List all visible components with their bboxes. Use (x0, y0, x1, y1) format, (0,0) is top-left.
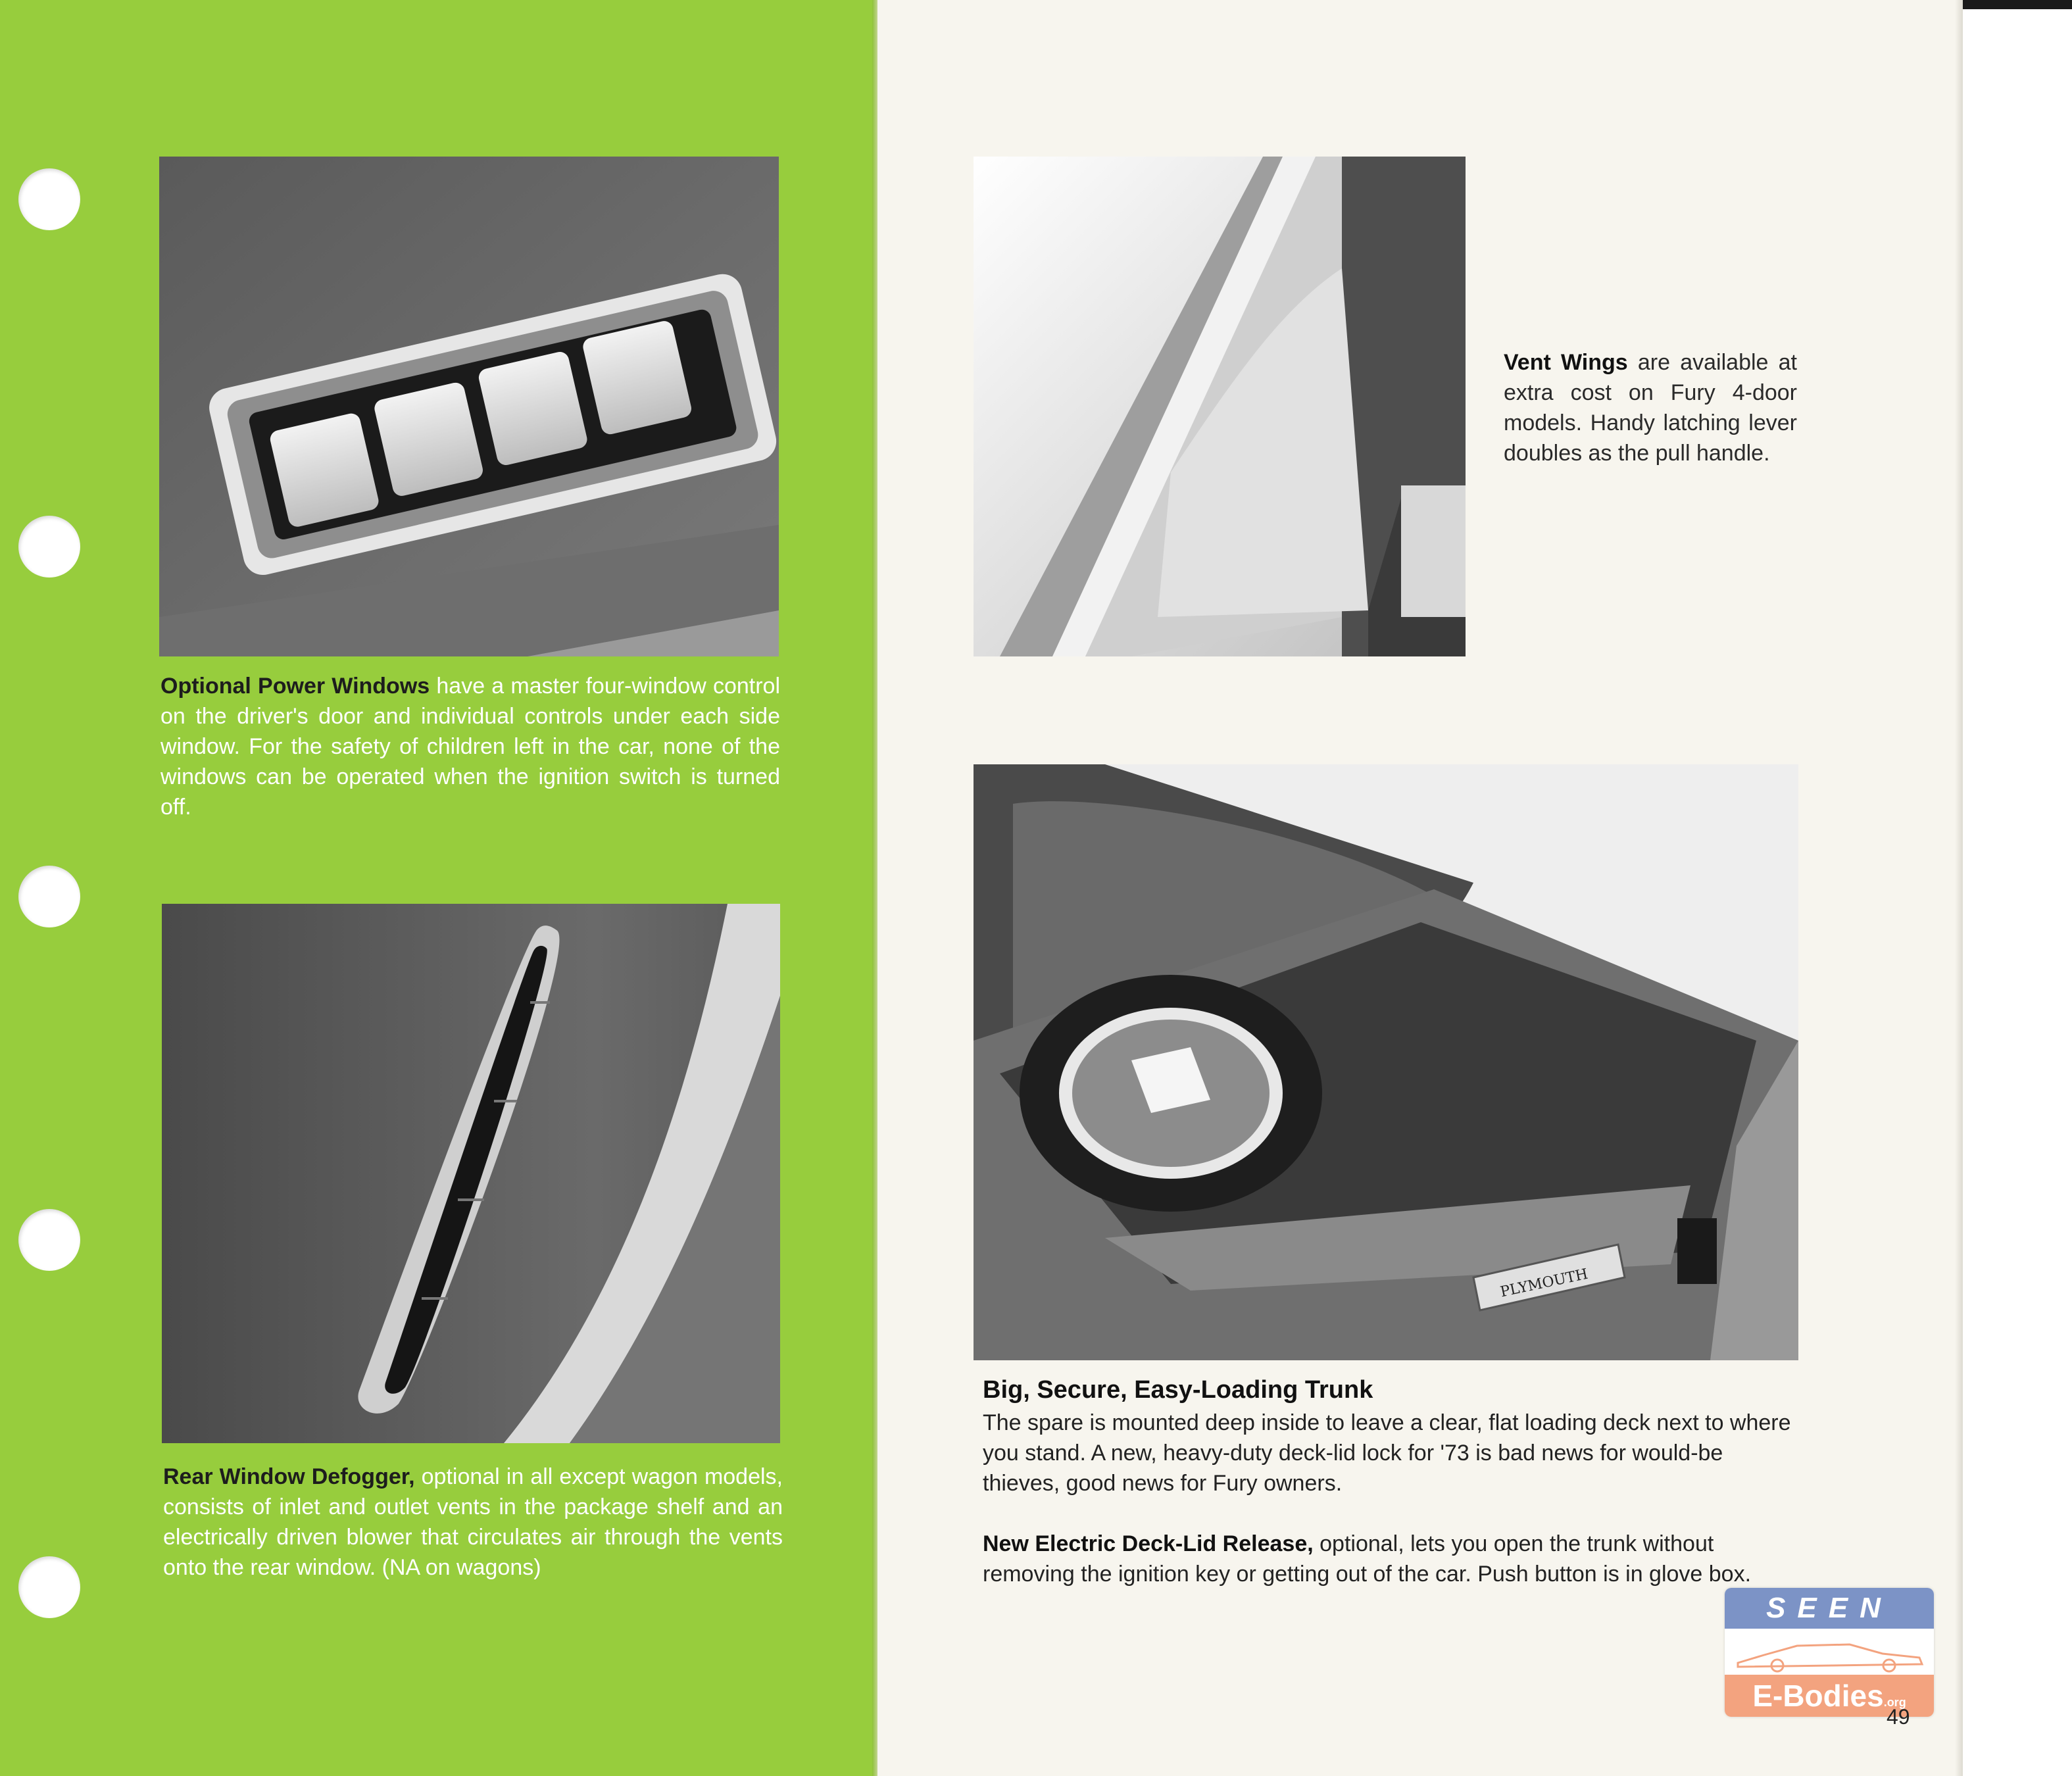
defogger-text: optional in all except wagon models, con… (163, 1464, 783, 1580)
vent-wings-caption: Vent Wings are available at extra cost o… (1504, 347, 1797, 468)
deck-lid-title: New Electric Deck-Lid Release, (983, 1531, 1314, 1556)
defogger-caption: Rear Window Defogger, optional in all ex… (163, 1462, 783, 1583)
vent-wings-title: Vent Wings (1504, 350, 1628, 375)
binder-hole (18, 1209, 80, 1271)
binder-hole (18, 866, 80, 927)
trunk-photo: PLYMOUTH (974, 764, 1798, 1360)
defogger-photo (162, 904, 780, 1443)
power-windows-text: have a master four-window control on the… (160, 674, 781, 820)
logo-bottom-text: E-Bodies.org (1725, 1675, 1934, 1717)
logo-top-text: SEEN ON (1725, 1588, 1934, 1665)
trunk-heading: Big, Secure, Easy-Loading Trunk (983, 1376, 1373, 1404)
vent-wings-text: are available at extra cost on Fury 4-do… (1504, 350, 1797, 466)
car-silhouette-icon (1737, 1643, 1924, 1673)
binder-hole (18, 516, 80, 578)
page-number: 49 (1887, 1705, 1910, 1729)
scan-margin (1963, 0, 2072, 1776)
binder-hole (18, 168, 80, 230)
vent-wing-photo (974, 157, 1466, 656)
power-windows-title: Optional Power Windows (160, 674, 430, 699)
trunk-text: The spare is mounted deep inside to leav… (983, 1410, 1791, 1496)
page-edge-shadow (1955, 0, 1964, 1776)
deck-lid-text: optional, lets you open the trunk withou… (983, 1531, 1752, 1587)
seen-on-ebodies-logo: SEEN ON E-Bodies.org (1725, 1588, 1934, 1717)
power-windows-caption: Optional Power Windows have a master fou… (160, 671, 780, 822)
deck-lid-caption: New Electric Deck-Lid Release, optional,… (983, 1529, 1798, 1589)
power-windows-photo (159, 157, 779, 656)
scan-edge-bar (1963, 0, 2072, 9)
defogger-title: Rear Window Defogger, (163, 1464, 415, 1489)
binder-hole (18, 1556, 80, 1618)
